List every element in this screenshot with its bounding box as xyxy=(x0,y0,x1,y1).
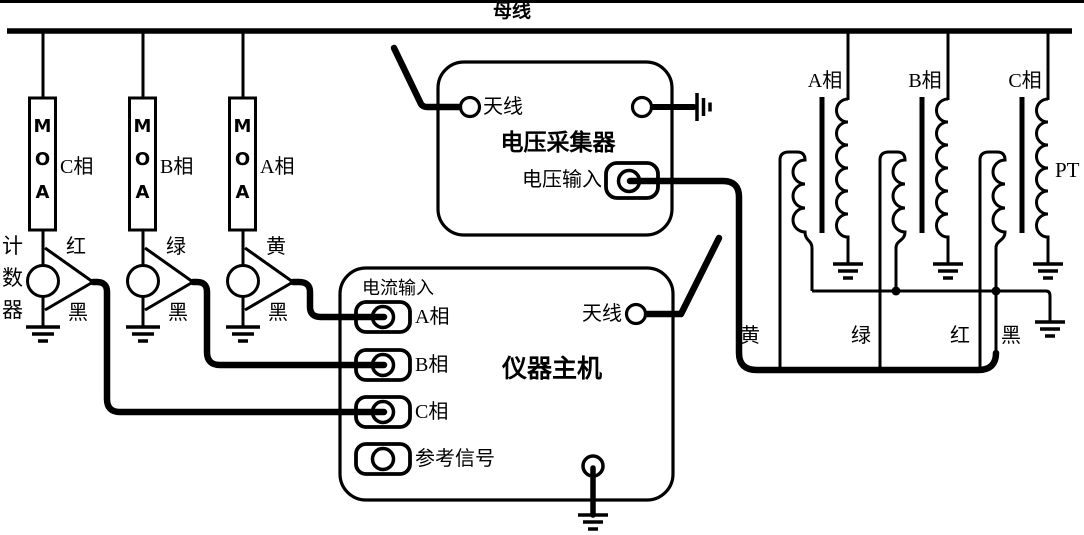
pt-phase-label: C相 xyxy=(1008,70,1042,92)
moa-device-label: MOA xyxy=(233,116,252,203)
voltage-input-cable xyxy=(626,177,1000,374)
main-ground-symbol xyxy=(578,513,608,531)
ground-symbol xyxy=(226,325,260,343)
wire-color-label: 绿 xyxy=(166,236,186,258)
collector-antenna-terminal xyxy=(458,95,482,119)
collector-title: 电压采集器 xyxy=(500,130,616,156)
socket-ref xyxy=(354,442,412,476)
busbar-label: 母线 xyxy=(492,0,531,22)
current-input-label: 电流输入 xyxy=(362,278,434,298)
pt-secondary-winding xyxy=(778,150,814,368)
yellow-lead xyxy=(244,246,294,284)
moa-phase-label: C相 xyxy=(60,156,94,178)
collector-ground-terminal xyxy=(630,95,654,119)
terminal-label: B相 xyxy=(415,354,449,376)
main-unit-box xyxy=(338,266,675,502)
pt-wire-label: 黑 xyxy=(1001,325,1021,347)
black-lead xyxy=(244,280,294,312)
secondary-common-line xyxy=(812,289,1052,322)
collector-ground-symbol xyxy=(695,93,712,121)
wire-color-label: 红 xyxy=(66,236,86,258)
cable-b-phase xyxy=(189,278,388,369)
counter-label: 计数器 xyxy=(2,234,23,322)
common-ground-symbol xyxy=(1035,320,1065,338)
wire-color-label: 黄 xyxy=(266,236,286,258)
terminal-ref-ring xyxy=(370,446,396,472)
voltage-input-label: 电压输入 xyxy=(522,169,602,191)
ground-symbol xyxy=(1033,262,1063,280)
collector-antenna-lead xyxy=(390,44,464,111)
pt-secondary-winding xyxy=(978,150,1007,368)
green-lead xyxy=(144,246,194,284)
pt-wire-label: 黄 xyxy=(740,325,760,347)
pt-wire-label: 红 xyxy=(950,325,970,347)
ground-symbol xyxy=(933,262,963,280)
pt-phase-a xyxy=(778,97,863,368)
red-lead xyxy=(44,246,94,284)
cable-c-phase xyxy=(89,278,388,416)
main-antenna-lead xyxy=(642,234,723,318)
collector-antenna-label: 天线 xyxy=(483,96,523,118)
terminal-label: A相 xyxy=(415,306,450,328)
wire-color-label: 黑 xyxy=(268,302,288,324)
moa-phase-label: A相 xyxy=(260,156,295,178)
junction-dot xyxy=(891,286,901,296)
counter-circle xyxy=(226,264,260,298)
pt-phase-b xyxy=(878,97,963,368)
test-cables xyxy=(89,44,1000,518)
busbar-drops xyxy=(41,33,1050,100)
moa-phase-label: B相 xyxy=(160,156,194,178)
ground-symbol xyxy=(26,325,60,343)
pt-phase-label: A相 xyxy=(807,70,843,92)
counter-circle xyxy=(126,264,160,298)
terminal-label: C相 xyxy=(415,401,449,423)
black-lead xyxy=(144,280,194,312)
pt-wire-label: 绿 xyxy=(851,325,871,347)
junction-dot xyxy=(991,286,1001,296)
wire-color-label: 黑 xyxy=(168,302,188,324)
terminal-label: 参考信号 xyxy=(415,448,495,470)
pt-primary-winding xyxy=(935,97,950,264)
cable-a-phase xyxy=(289,278,388,321)
terminal-rings xyxy=(370,168,642,478)
pt-primary-winding xyxy=(835,97,850,264)
moa-device-label: MOA xyxy=(33,116,52,203)
terminal-c-ring xyxy=(370,399,396,425)
pt-phase-c xyxy=(978,97,1063,368)
moa-c-assembly xyxy=(26,96,94,343)
voltage-input-ring xyxy=(616,168,642,194)
main-ground-ring xyxy=(581,454,605,478)
pt-label: PT xyxy=(1055,158,1080,182)
wire-color-label: 黑 xyxy=(68,302,88,324)
counter-circle xyxy=(26,264,60,298)
main-antenna-terminal xyxy=(624,302,648,326)
moa-device-label: MOA xyxy=(133,116,152,203)
moa-a-assembly xyxy=(226,96,294,343)
pt-secondary-winding xyxy=(878,150,907,368)
ground-symbol xyxy=(833,262,863,280)
ground-symbol xyxy=(126,325,160,343)
terminal-b-ring xyxy=(370,352,396,378)
pt-primary-winding xyxy=(1035,97,1050,264)
black-lead xyxy=(44,280,94,312)
terminal-a-ring xyxy=(370,304,396,330)
main-antenna-label: 天线 xyxy=(582,303,622,325)
moa-b-assembly xyxy=(126,96,194,343)
main-unit-title: 仪器主机 xyxy=(501,354,602,383)
pt-phase-label: B相 xyxy=(908,70,942,92)
